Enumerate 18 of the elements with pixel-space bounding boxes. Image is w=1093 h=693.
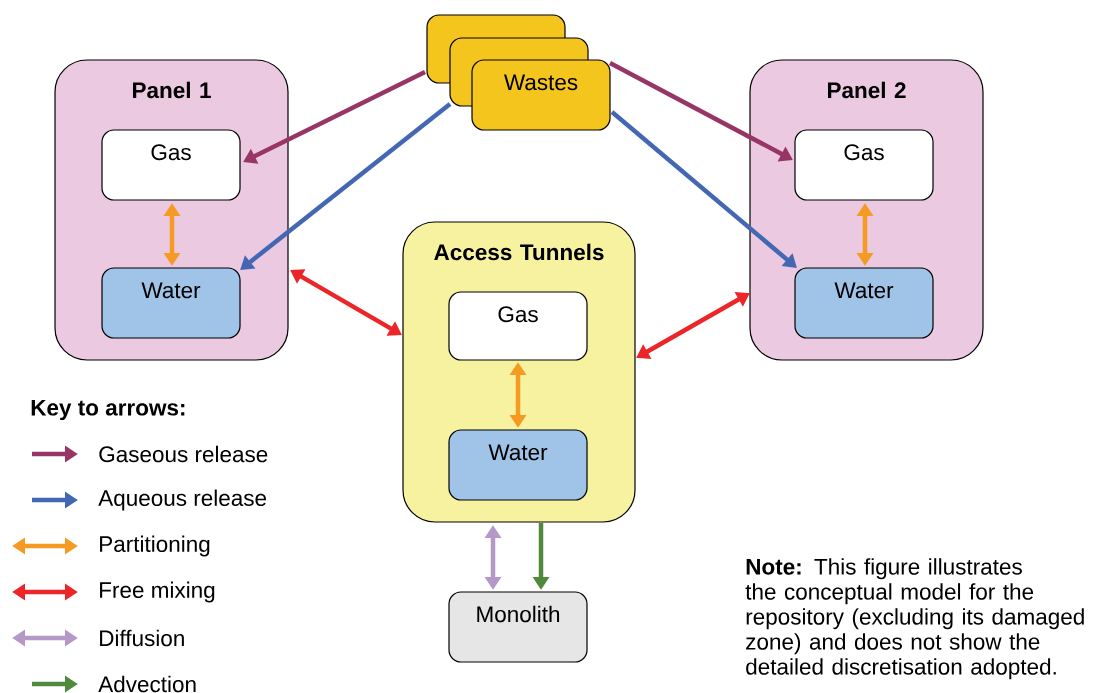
legend-title: Key to arrows: [31,399,185,421]
legend-text: Partitioning [100,535,210,557]
water-box: Water [101,267,241,339]
arrow [240,102,452,270]
legend-text: Aqueous release [98,489,266,511]
gas-box: Gas [794,129,934,201]
water-box: Water [448,429,588,501]
water-box: Water [794,267,934,339]
legend-text: Gaseous release [99,445,268,463]
wastes-box: Wastes [426,14,611,131]
legend-text: Advection [98,675,196,693]
monolith-box: Monolith [448,591,588,663]
legend-text: Diffusion [100,629,184,647]
gas-box: Gas [101,129,241,201]
legend-text: Free mixing [100,581,215,603]
arrow [610,110,797,268]
gas-box: Gas [448,291,588,361]
note-text: Note: This figure illustrates the conceptual model for the repository (excluding its damaged zone) and does not show the detailed discretisation adopted. [745,558,1084,680]
